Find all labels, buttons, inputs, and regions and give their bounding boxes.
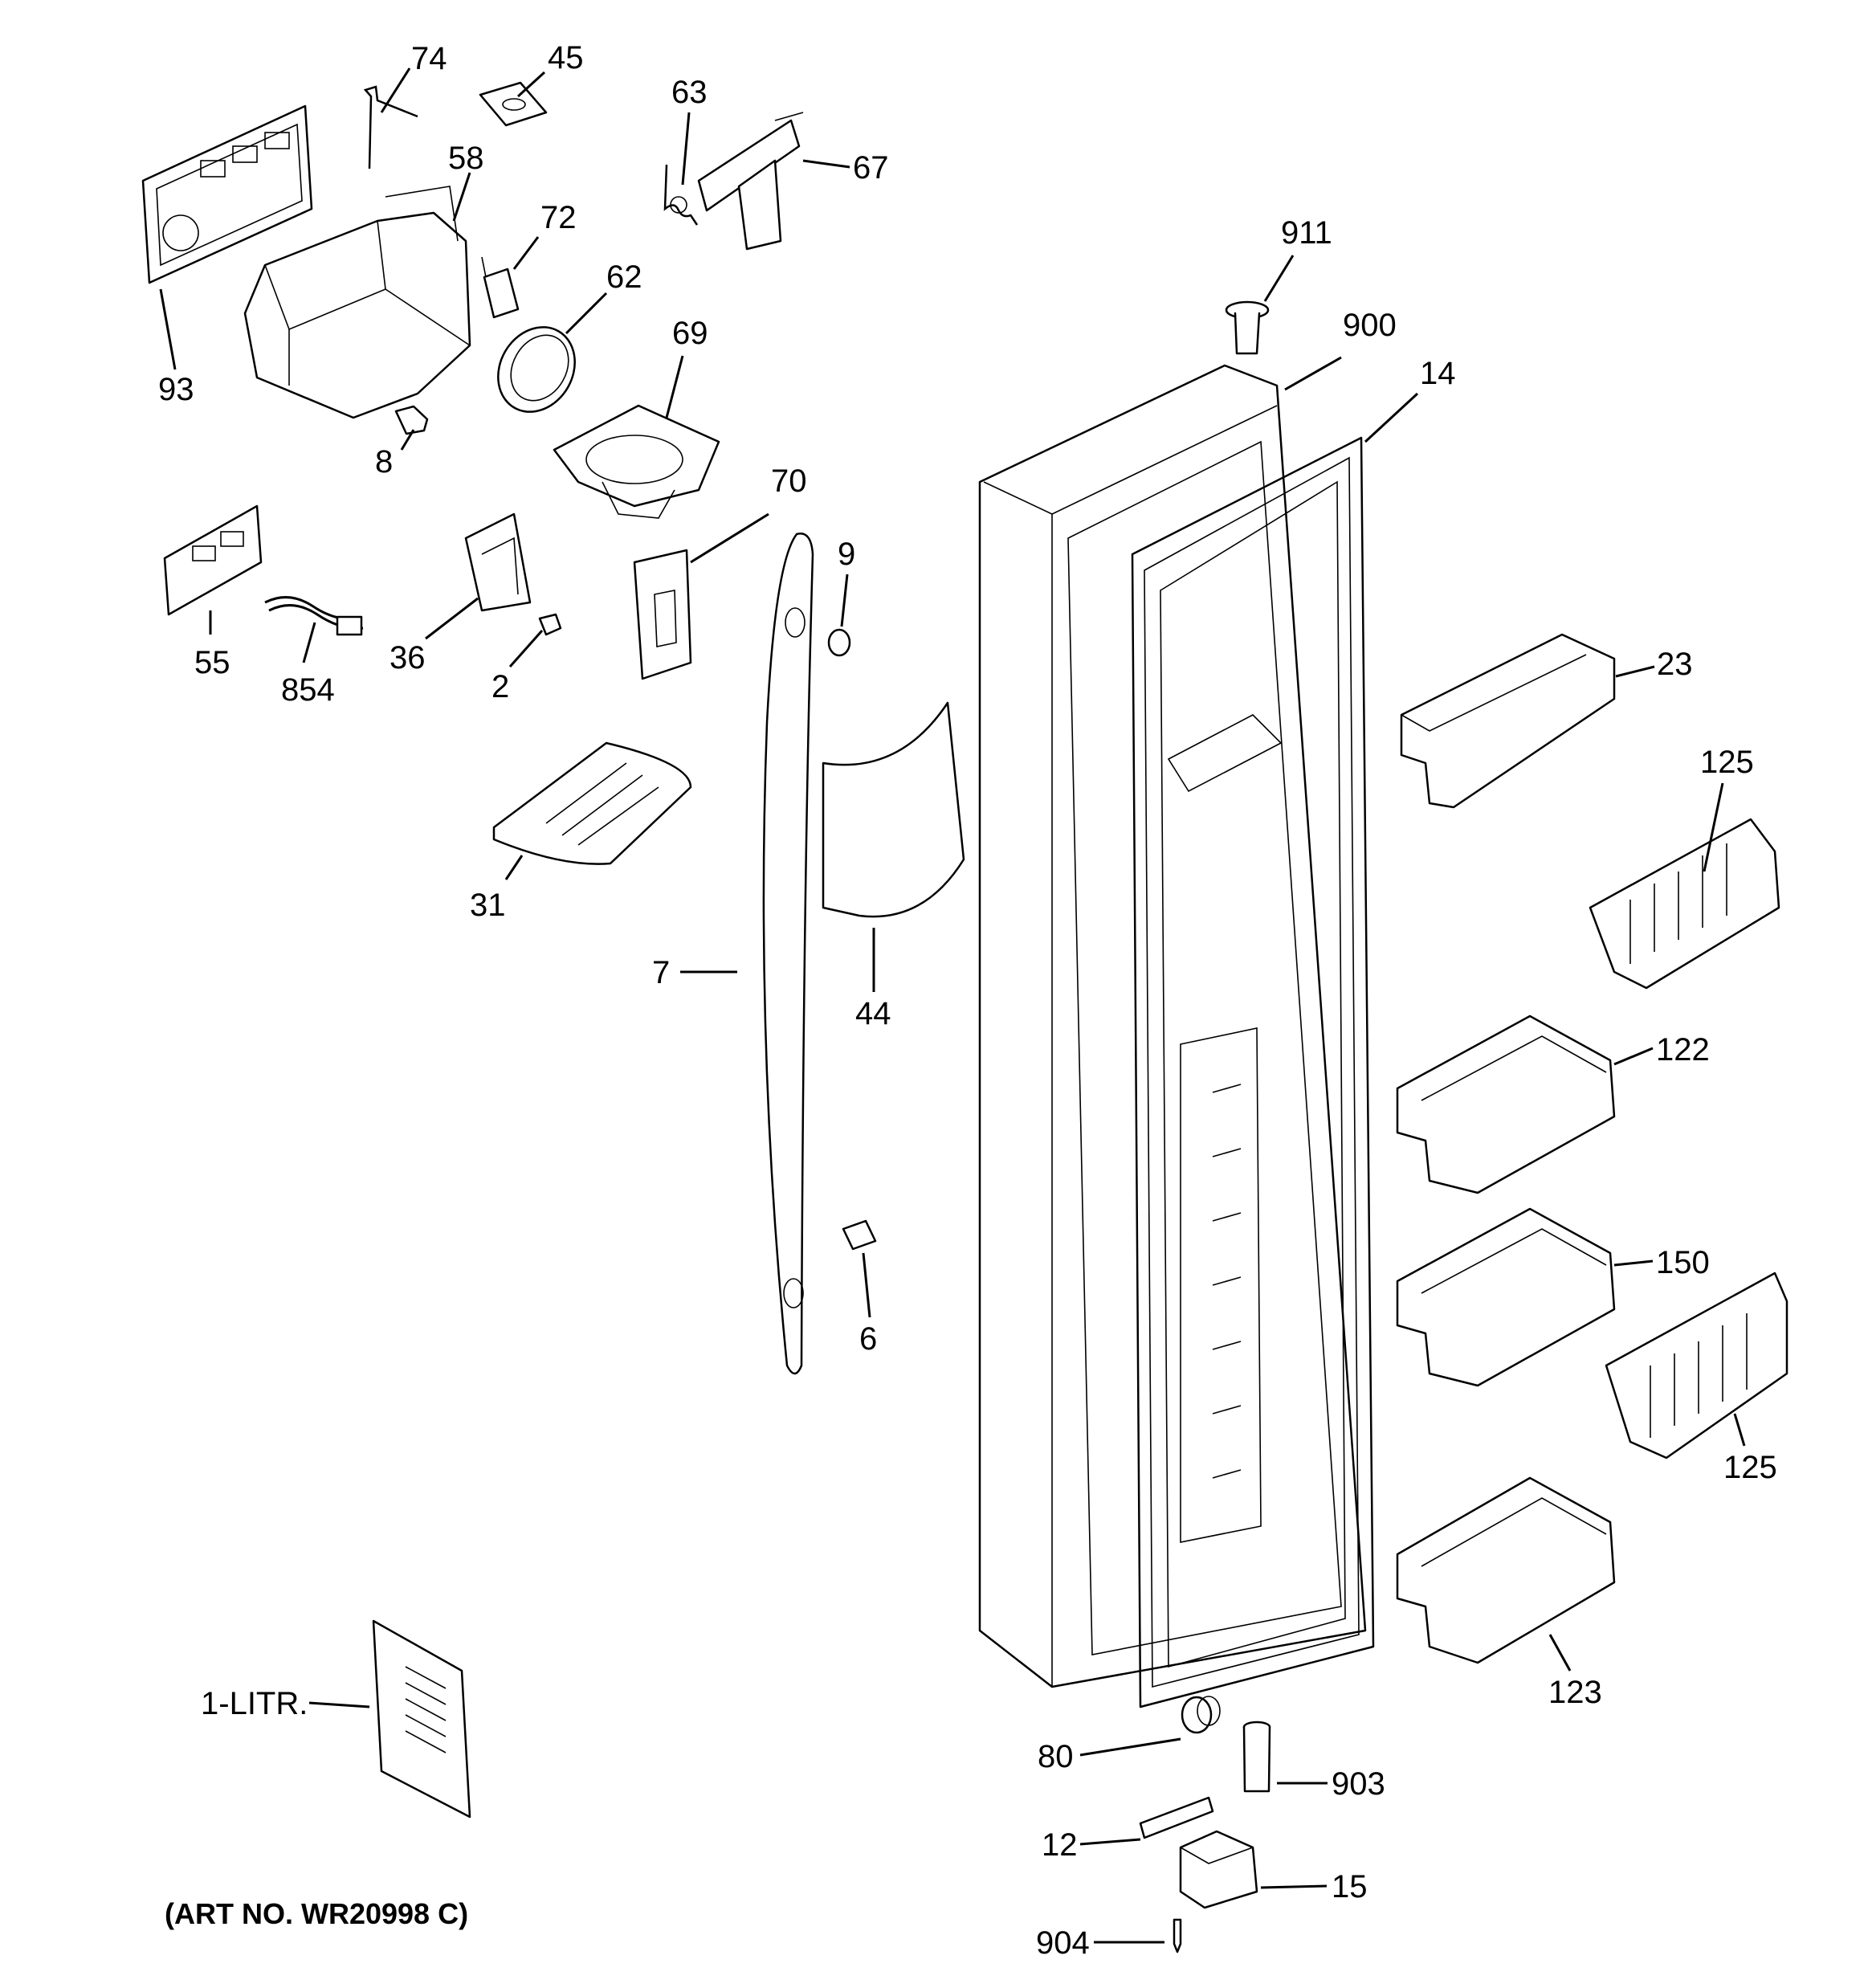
part-904-screw (1173, 1918, 1182, 1953)
callout-125-upper: 125 (1700, 745, 1754, 780)
part-62-ring (497, 326, 576, 413)
part-55-board (163, 504, 263, 616)
callout-80: 80 (1038, 1739, 1074, 1774)
callout-67: 67 (853, 150, 889, 186)
part-15-hinge (1179, 1830, 1258, 1909)
part-123-bin (1396, 1476, 1616, 1664)
part-854-harness (264, 596, 364, 636)
part-122-bin (1396, 1014, 1616, 1194)
part-72-switch (481, 256, 520, 319)
part-31-drip-tray (492, 741, 692, 865)
callout-55: 55 (194, 645, 230, 680)
callout-12: 12 (1042, 1827, 1078, 1863)
part-903-pin (1242, 1721, 1271, 1793)
callout-44: 44 (855, 996, 891, 1031)
part-70-cover (633, 549, 692, 680)
callout-69: 69 (672, 316, 708, 351)
callout-1-litr: 1-LITR. (201, 1686, 308, 1721)
part-1-litr-booklet (372, 1619, 471, 1819)
part-125-basket-lower (1605, 1272, 1788, 1459)
part-911-cap (1225, 300, 1270, 355)
callout-36: 36 (390, 640, 426, 676)
part-9-bushing (827, 628, 851, 657)
leader-lines (159, 67, 1746, 1944)
callout-7: 7 (652, 955, 670, 990)
art-number: (ART NO. WR20998 C) (165, 1897, 469, 1930)
part-900-door-shell (978, 364, 1367, 1688)
callout-14: 14 (1420, 356, 1456, 391)
callout-70: 70 (771, 463, 807, 499)
callout-labels: 74 45 63 67 58 72 62 93 69 8 911 900 14 … (158, 40, 1777, 1961)
part-36-bracket (464, 512, 532, 612)
part-12-shim (1139, 1796, 1214, 1839)
callout-125-lower: 125 (1723, 1450, 1777, 1485)
callout-9: 9 (838, 537, 855, 572)
callout-63: 63 (671, 75, 708, 110)
part-58-dispenser-housing (243, 186, 471, 419)
callout-903: 903 (1332, 1766, 1385, 1802)
part-8-peg (394, 405, 429, 435)
part-14-gasket (1131, 436, 1375, 1708)
part-67-lever (697, 112, 804, 251)
callout-854: 854 (281, 672, 335, 708)
callout-904: 904 (1036, 1925, 1090, 1961)
callout-72: 72 (540, 200, 577, 235)
part-80-bushing (1181, 1696, 1221, 1734)
callout-911: 911 (1281, 215, 1332, 251)
callout-15: 15 (1332, 1869, 1368, 1904)
callout-123: 123 (1548, 1675, 1602, 1710)
part-2-screw (538, 613, 562, 636)
callout-62: 62 (606, 259, 642, 295)
callout-23: 23 (1657, 647, 1693, 682)
callout-150: 150 (1656, 1245, 1710, 1280)
part-125-basket-upper (1589, 818, 1780, 990)
door-liner-details (1167, 714, 1283, 1543)
callout-900: 900 (1343, 308, 1397, 343)
callout-122: 122 (1656, 1032, 1710, 1067)
callout-8: 8 (375, 444, 393, 480)
part-6-plug (842, 1219, 877, 1251)
part-7-handle (762, 533, 814, 1375)
callout-31: 31 (470, 888, 506, 923)
part-23-bin (1400, 633, 1616, 809)
callout-45: 45 (548, 40, 584, 76)
part-150-bin (1396, 1207, 1616, 1387)
part-93-control-board (141, 104, 313, 284)
callout-2: 2 (491, 669, 509, 704)
callout-58: 58 (448, 141, 484, 176)
part-69-funnel (553, 404, 720, 519)
callout-6: 6 (859, 1321, 877, 1357)
part-45-bracket (479, 81, 548, 127)
callout-74: 74 (411, 41, 447, 76)
part-74-spring (363, 85, 418, 169)
part-44-trim (822, 701, 965, 918)
callout-93: 93 (158, 372, 194, 407)
part-63-spring (663, 164, 699, 226)
